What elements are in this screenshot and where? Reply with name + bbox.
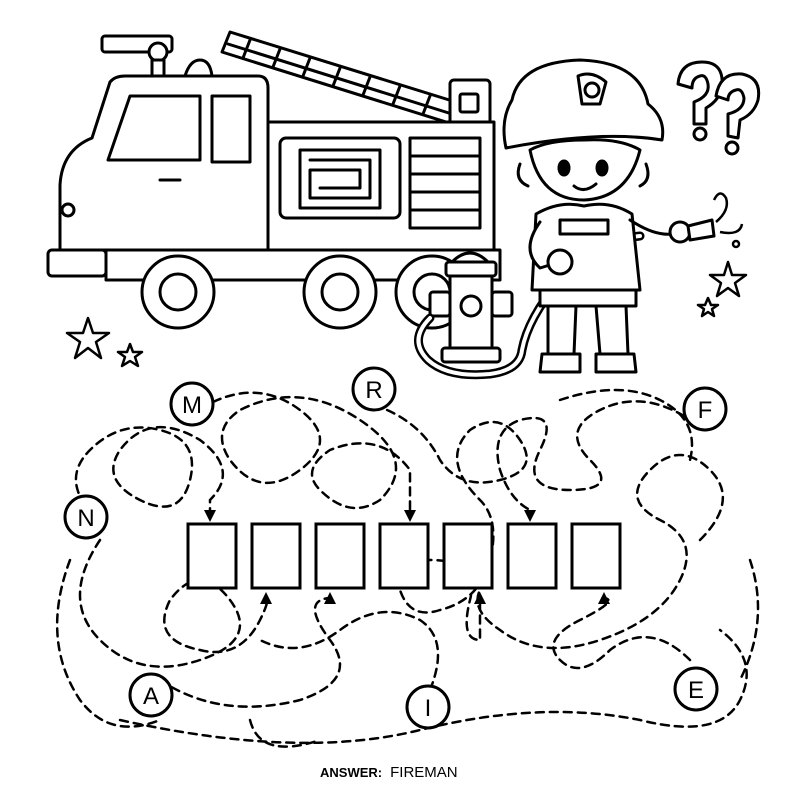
answer-box-4[interactable]: [378, 522, 430, 590]
answer-box-1[interactable]: [186, 522, 238, 590]
letter-n: N: [77, 505, 94, 532]
letter-circle-a: A: [128, 672, 174, 718]
fire-hydrant-icon: [428, 251, 514, 364]
answer-box-3[interactable]: [314, 522, 366, 590]
answer-box-2[interactable]: [250, 522, 302, 590]
letter-circle-e: E: [673, 666, 719, 712]
answer-box-6[interactable]: [506, 522, 558, 590]
water-splash: [712, 192, 744, 249]
letter-circle-m: M: [169, 381, 215, 427]
firefighter-icon: [502, 58, 716, 374]
fire-truck-icon: [46, 30, 502, 330]
answer-boxes: [186, 522, 622, 590]
letter-circle-f: F: [682, 386, 728, 432]
letter-a: A: [143, 683, 159, 710]
question-marks-icon: [676, 60, 761, 156]
letter-m: M: [182, 392, 202, 419]
letter-f: F: [698, 397, 713, 424]
letter-r: R: [365, 377, 382, 404]
maze-paths: [55, 388, 760, 748]
star-icon: [65, 260, 748, 368]
answer-footer: ANSWER: FIREMAN: [320, 764, 458, 781]
answer-box-5[interactable]: [442, 522, 494, 590]
answer-word: FIREMAN: [390, 764, 458, 781]
answer-box-7[interactable]: [570, 522, 622, 590]
letter-i: I: [425, 695, 432, 722]
letter-circle-r: R: [351, 366, 397, 412]
maze-arrows: [204, 510, 610, 604]
letter-e: E: [688, 677, 704, 704]
letter-circle-i: I: [405, 684, 451, 730]
letter-circle-n: N: [63, 494, 109, 540]
answer-label: ANSWER:: [320, 765, 382, 780]
